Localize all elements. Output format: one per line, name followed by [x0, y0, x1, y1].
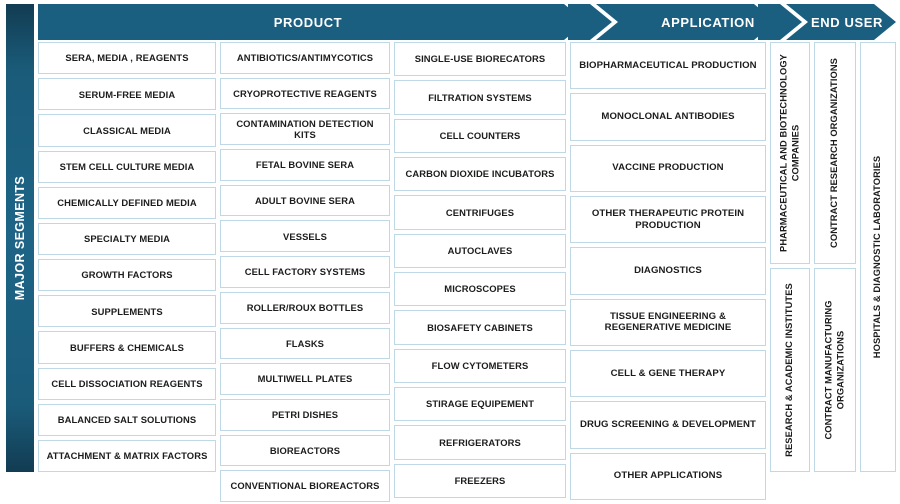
- product-cell[interactable]: MULTIWELL PLATES: [220, 363, 390, 395]
- product-cell[interactable]: FREEZERS: [394, 463, 566, 498]
- product-cell[interactable]: GROWTH FACTORS: [38, 259, 216, 292]
- product-cell[interactable]: BIOREACTORS: [220, 434, 390, 467]
- product-cell[interactable]: CHEMICALLY DEFINED MEDIA: [38, 186, 216, 219]
- product-arrow-tip: [568, 4, 612, 40]
- product-column-2: ANTIBIOTICS/ANTIMYCOTICS CRYOPROTECTIVE …: [220, 42, 390, 502]
- application-cell[interactable]: OTHER THERAPEUTIC PROTEIN PRODUCTION: [570, 195, 766, 244]
- application-arrow-tip: [758, 4, 802, 40]
- application-banner-shape: [596, 4, 776, 40]
- product-cell[interactable]: ROLLER/ROUX BOTTLES: [220, 291, 390, 324]
- product-cell[interactable]: ADULT BOVINE SERA: [220, 184, 390, 217]
- ribbon-shapes: [38, 4, 896, 40]
- end-user-cell[interactable]: CONTRACT RESEARCH ORGANIZATIONS: [814, 42, 856, 264]
- end-user-cell-label: HOSPITALS & DIAGNOSTIC LABORATORIES: [872, 155, 883, 359]
- application-cell[interactable]: DRUG SCREENING & DEVELOPMENT: [570, 401, 766, 449]
- header-ribbon: PRODUCT APPLICATION END USER: [38, 4, 896, 40]
- product-cell[interactable]: SPECIALTY MEDIA: [38, 222, 216, 256]
- application-cell[interactable]: TISSUE ENGINEERING & REGENERATIVE MEDICI…: [570, 298, 766, 346]
- end-user-cell[interactable]: CONTRACT MANUFACTURING ORGANIZATIONS: [814, 268, 856, 472]
- product-cell[interactable]: FLOW CYTOMETERS: [394, 348, 566, 383]
- end-user-cell-label: PHARMACEUTICAL AND BIOTECHNOLOGY COMPANI…: [778, 54, 800, 252]
- product-cell[interactable]: ATTACHMENT & MATRIX FACTORS: [38, 439, 216, 473]
- product-cell[interactable]: CENTRIFUGES: [394, 195, 566, 230]
- product-cell[interactable]: CLASSICAL MEDIA: [38, 114, 216, 147]
- end-user-cell-label: RESEARCH & ACADEMIC INSTITUTES: [784, 283, 795, 457]
- product-banner-shape: [38, 4, 586, 40]
- product-cell[interactable]: CELL FACTORY SYSTEMS: [220, 256, 390, 288]
- product-cell[interactable]: FLASKS: [220, 327, 390, 360]
- product-cell[interactable]: BALANCED SALT SOLUTIONS: [38, 403, 216, 436]
- product-column-3: SINGLE-USE BIORECATORS FILTRATION SYSTEM…: [394, 42, 566, 498]
- end-user-cell-label: CONTRACT MANUFACTURING ORGANIZATIONS: [823, 300, 845, 440]
- application-cell[interactable]: OTHER APPLICATIONS: [570, 452, 766, 500]
- end-user-column-c: HOSPITALS & DIAGNOSTIC LABORATORIES: [860, 42, 896, 472]
- product-cell[interactable]: AUTOCLAVES: [394, 233, 566, 268]
- product-cell[interactable]: CONTAMINATION DETECTION KITS: [220, 113, 390, 146]
- product-cell[interactable]: ANTIBIOTICS/ANTIMYCOTICS: [220, 42, 390, 74]
- product-cell[interactable]: STIRAGE EQUIPEMENT: [394, 386, 566, 422]
- major-segments-band: MAJOR SEGMENTS: [6, 4, 34, 472]
- end-user-column-a: PHARMACEUTICAL AND BIOTECHNOLOGY COMPANI…: [770, 42, 810, 472]
- product-cell[interactable]: VESSELS: [220, 220, 390, 253]
- application-cell[interactable]: VACCINE PRODUCTION: [570, 144, 766, 192]
- application-cell[interactable]: MONOCLONAL ANTIBODIES: [570, 93, 766, 141]
- end-user-cell[interactable]: RESEARCH & ACADEMIC INSTITUTES: [770, 268, 810, 472]
- product-cell[interactable]: SUPPLEMENTS: [38, 295, 216, 328]
- end-user-cell-label: CONTRACT RESEARCH ORGANIZATIONS: [829, 58, 840, 248]
- product-cell[interactable]: SERUM-FREE MEDIA: [38, 78, 216, 111]
- application-cell[interactable]: CELL & GENE THERAPY: [570, 349, 766, 398]
- product-cell[interactable]: STEM CELL CULTURE MEDIA: [38, 150, 216, 183]
- product-cell[interactable]: BIOSAFETY CABINETS: [394, 310, 566, 345]
- product-cell[interactable]: PETRI DISHES: [220, 398, 390, 431]
- product-cell[interactable]: CONVENTIONAL BIOREACTORS: [220, 470, 390, 502]
- product-cell[interactable]: FETAL BOVINE SERA: [220, 149, 390, 181]
- application-cell[interactable]: DIAGNOSTICS: [570, 247, 766, 295]
- end-user-cell[interactable]: HOSPITALS & DIAGNOSTIC LABORATORIES: [860, 42, 896, 472]
- product-cell[interactable]: FILTRATION SYSTEMS: [394, 80, 566, 115]
- product-cell[interactable]: REFRIGERATORS: [394, 425, 566, 460]
- end-user-column-b: CONTRACT RESEARCH ORGANIZATIONS CONTRACT…: [814, 42, 856, 472]
- application-column: BIOPHARMACEUTICAL PRODUCTION MONOCLONAL …: [570, 42, 766, 500]
- product-cell[interactable]: SINGLE-USE BIORECATORS: [394, 42, 566, 77]
- end-user-cell[interactable]: PHARMACEUTICAL AND BIOTECHNOLOGY COMPANI…: [770, 42, 810, 264]
- product-cell[interactable]: MICROSCOPES: [394, 271, 566, 307]
- enduser-banner-shape: [786, 4, 896, 40]
- product-cell[interactable]: CELL COUNTERS: [394, 118, 566, 153]
- product-cell[interactable]: CELL DISSOCIATION REAGENTS: [38, 367, 216, 400]
- product-cell[interactable]: SERA, MEDIA , REAGENTS: [38, 42, 216, 75]
- product-cell[interactable]: CARBON DIOXIDE INCUBATORS: [394, 156, 566, 192]
- major-segments-label: MAJOR SEGMENTS: [13, 175, 27, 301]
- product-cell[interactable]: CRYOPROTECTIVE REAGENTS: [220, 77, 390, 110]
- product-cell[interactable]: BUFFERS & CHEMICALS: [38, 331, 216, 364]
- application-cell[interactable]: BIOPHARMACEUTICAL PRODUCTION: [570, 42, 766, 90]
- product-column-1: SERA, MEDIA , REAGENTS SERUM-FREE MEDIA …: [38, 42, 216, 473]
